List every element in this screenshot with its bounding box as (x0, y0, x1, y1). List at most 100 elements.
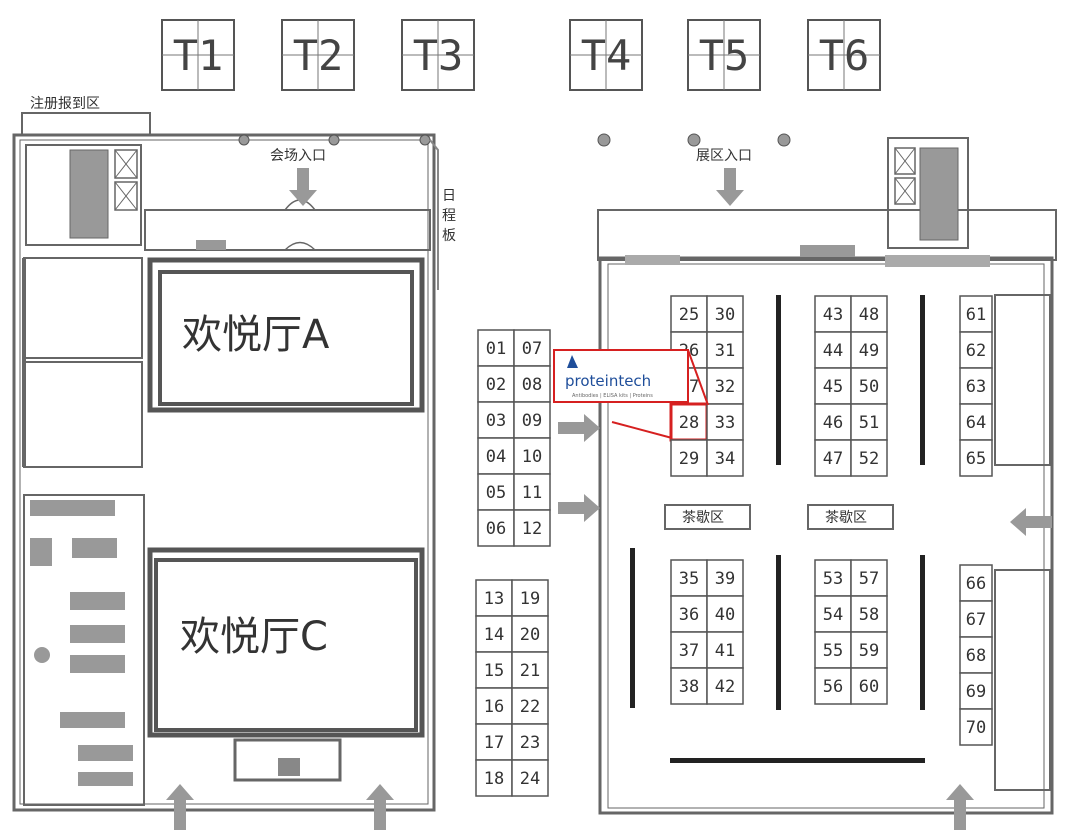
booth-14[interactable]: 14 (475, 615, 513, 653)
proteintech-brand: proteintech (565, 372, 651, 390)
booth-47[interactable]: 47 (814, 439, 852, 477)
venue-entrance-label: 会场入口 (270, 148, 326, 164)
booth-11[interactable]: 11 (513, 473, 551, 511)
booth-69[interactable]: 69 (959, 672, 993, 710)
booth-60[interactable]: 60 (850, 667, 888, 705)
booth-45[interactable]: 45 (814, 367, 852, 405)
booth-54[interactable]: 54 (814, 595, 852, 633)
booth-50[interactable]: 50 (850, 367, 888, 405)
booth-10[interactable]: 10 (513, 437, 551, 475)
booth-36[interactable]: 36 (670, 595, 708, 633)
booth-49[interactable]: 49 (850, 331, 888, 369)
booth-44[interactable]: 44 (814, 331, 852, 369)
booth-68[interactable]: 68 (959, 636, 993, 674)
booth-51[interactable]: 51 (850, 403, 888, 441)
booth-66[interactable]: 66 (959, 564, 993, 602)
table-box-t5: T5 (687, 19, 761, 91)
booth-number: 12 (522, 519, 542, 539)
booth-38[interactable]: 38 (670, 667, 708, 705)
booth-46[interactable]: 46 (814, 403, 852, 441)
booth-63[interactable]: 63 (959, 367, 993, 405)
booth-24[interactable]: 24 (511, 759, 549, 797)
booth-18[interactable]: 18 (475, 759, 513, 797)
booth-number: 70 (966, 718, 986, 738)
booth-number: 01 (486, 339, 506, 359)
booth-12[interactable]: 12 (513, 509, 551, 547)
booth-number: 62 (966, 341, 986, 361)
booth-57[interactable]: 57 (850, 559, 888, 597)
table-label: T3 (413, 31, 464, 80)
booth-20[interactable]: 20 (511, 615, 549, 653)
booth-number: 39 (715, 569, 735, 589)
booth-number: 07 (522, 339, 542, 359)
booth-41[interactable]: 41 (706, 631, 744, 669)
booth-22[interactable]: 22 (511, 687, 549, 725)
booth-62[interactable]: 62 (959, 331, 993, 369)
booth-number: 09 (522, 411, 542, 431)
booth-number: 32 (715, 377, 735, 397)
booth-42[interactable]: 42 (706, 667, 744, 705)
booth-16[interactable]: 16 (475, 687, 513, 725)
booth-number: 34 (715, 449, 735, 469)
booth-31[interactable]: 31 (706, 331, 744, 369)
booth-08[interactable]: 08 (513, 365, 551, 403)
booth-13[interactable]: 13 (475, 579, 513, 617)
booth-35[interactable]: 35 (670, 559, 708, 597)
booth-40[interactable]: 40 (706, 595, 744, 633)
booth-25[interactable]: 25 (670, 295, 708, 333)
booth-65[interactable]: 65 (959, 439, 993, 477)
booth-56[interactable]: 56 (814, 667, 852, 705)
booth-number: 53 (823, 569, 843, 589)
booth-61[interactable]: 61 (959, 295, 993, 333)
booth-33[interactable]: 33 (706, 403, 744, 441)
schedule-board-label-2: 程 (442, 208, 456, 224)
booth-21[interactable]: 21 (511, 651, 549, 689)
booth-52[interactable]: 52 (850, 439, 888, 477)
booth-23[interactable]: 23 (511, 723, 549, 761)
booth-28[interactable]: 28 (669, 402, 709, 442)
table-label: T1 (173, 31, 224, 80)
booth-67[interactable]: 67 (959, 600, 993, 638)
booth-03[interactable]: 03 (477, 401, 515, 439)
booth-19[interactable]: 19 (511, 579, 549, 617)
registration-label: 注册报到区 (30, 96, 100, 112)
booth-59[interactable]: 59 (850, 631, 888, 669)
booth-09[interactable]: 09 (513, 401, 551, 439)
booth-17[interactable]: 17 (475, 723, 513, 761)
booth-64[interactable]: 64 (959, 403, 993, 441)
booth-39[interactable]: 39 (706, 559, 744, 597)
booth-43[interactable]: 43 (814, 295, 852, 333)
booth-53[interactable]: 53 (814, 559, 852, 597)
booth-01[interactable]: 01 (477, 329, 515, 367)
booth-05[interactable]: 05 (477, 473, 515, 511)
table-label: T2 (293, 31, 344, 80)
booth-number: 15 (484, 661, 504, 681)
booth-32[interactable]: 32 (706, 367, 744, 405)
booth-48[interactable]: 48 (850, 295, 888, 333)
arrow-icon (558, 168, 1052, 830)
booth-70[interactable]: 70 (959, 708, 993, 746)
booth-07[interactable]: 07 (513, 329, 551, 367)
booth-number: 66 (966, 574, 986, 594)
right-building: 茶歇区 茶歇区 (597, 133, 1057, 815)
schedule-board-label-3: 板 (442, 228, 456, 244)
tea-break-label-1: 茶歇区 (682, 510, 724, 526)
booth-number: 67 (966, 610, 986, 630)
booth-number: 37 (679, 641, 699, 661)
booth-06[interactable]: 06 (477, 509, 515, 547)
booth-number: 54 (823, 605, 843, 625)
booth-37[interactable]: 37 (670, 631, 708, 669)
booth-04[interactable]: 04 (477, 437, 515, 475)
booth-number: 04 (486, 447, 506, 467)
booth-number: 64 (966, 413, 986, 433)
booth-02[interactable]: 02 (477, 365, 515, 403)
booth-number: 49 (859, 341, 879, 361)
booth-30[interactable]: 30 (706, 295, 744, 333)
booth-58[interactable]: 58 (850, 595, 888, 633)
booth-15[interactable]: 15 (475, 651, 513, 689)
booth-29[interactable]: 29 (670, 439, 708, 477)
booth-55[interactable]: 55 (814, 631, 852, 669)
booth-34[interactable]: 34 (706, 439, 744, 477)
